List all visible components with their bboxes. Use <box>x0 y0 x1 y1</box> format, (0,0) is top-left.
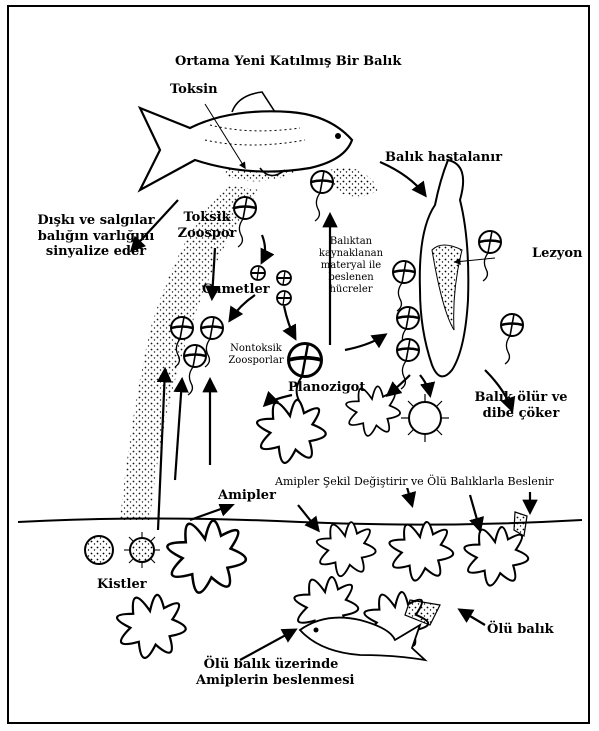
label-fish-dies: Balık ölür ve dibe çöker <box>465 390 577 421</box>
label-new-fish: Ortama Yeni Katılmış Bir Balık <box>175 54 401 70</box>
label-dead-fish: Ölü balık <box>487 622 554 638</box>
label-gametes: Gametler <box>202 282 270 298</box>
label-toxic-zoospore: Toksik Zoospor <box>172 210 242 241</box>
label-amoeba-feeding: Ölü balık üzerinde Amiplerin beslenmesi <box>196 657 346 688</box>
label-excreta-signal: Dışkı ve salgılar balığın varlığını siny… <box>22 213 170 260</box>
label-cysts: Kistler <box>97 577 147 593</box>
label-planozygote: Planozigot <box>288 380 365 396</box>
label-lesion: Lezyon <box>532 246 582 262</box>
label-nontoxic-zoospores: Nontoksik Zoosporlar <box>220 343 292 367</box>
diseased-fish <box>420 160 469 376</box>
label-fish-sick: Balık hastalanır <box>385 150 502 166</box>
label-toxin: Toksin <box>170 82 218 98</box>
label-amoebae: Amipler <box>218 488 276 504</box>
label-amoeba-transform: Amipler Şekil Değiştirir ve Ölü Balıklar… <box>275 475 554 488</box>
label-feeding-cells: Balıktan kaynaklanan materyal ile beslen… <box>305 236 397 296</box>
sun-cell <box>401 394 449 442</box>
